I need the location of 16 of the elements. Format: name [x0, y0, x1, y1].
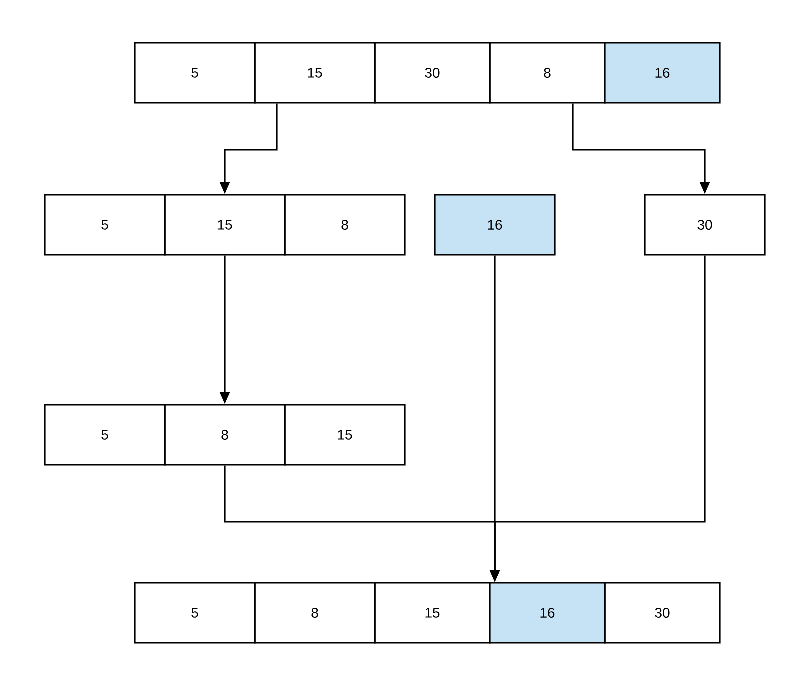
array-cell: 30: [604, 582, 721, 644]
array-cell: 15: [164, 194, 286, 256]
array-cell: 15: [284, 404, 406, 466]
array-cell: 16: [489, 582, 606, 644]
array-cell: 16: [434, 194, 556, 256]
array-cell: 5: [44, 194, 166, 256]
array-cell: 8: [254, 582, 376, 644]
array-cell: 15: [254, 42, 376, 104]
array-cell: 5: [134, 582, 256, 644]
array-cell: 16: [604, 42, 721, 104]
array-cell: 30: [374, 42, 491, 104]
array-cell: 5: [134, 42, 256, 104]
array-cell: 8: [284, 194, 406, 256]
array-cell: 30: [644, 194, 766, 256]
array-cell: 8: [164, 404, 286, 466]
array-cell: 5: [44, 404, 166, 466]
